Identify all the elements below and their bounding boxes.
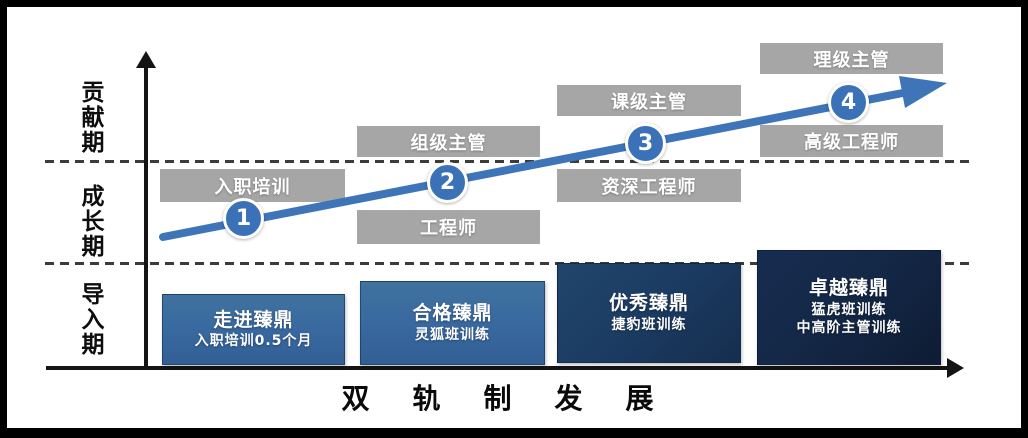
role-box-advanced-engineer: 高级工程师 (760, 125, 943, 157)
stage-box-3: 优秀臻鼎 捷豹班训练 (557, 263, 741, 363)
dashed-divider-bottom (45, 262, 969, 265)
role-box-section-supervisor: 课级主管 (557, 85, 741, 116)
role-box-senior-engineer: 资深工程师 (557, 169, 741, 202)
stage-1-subtitle: 入职培训0.5个月 (194, 333, 313, 350)
period-label-introduction: 导入期 (77, 282, 103, 357)
milestone-2-number: 2 (439, 170, 456, 195)
stage-4-title: 卓越臻鼎 (808, 277, 889, 300)
role-box-engineer: 工程师 (357, 210, 540, 244)
stage-2-subtitle: 灵狐班训练 (415, 326, 490, 343)
milestone-4-number: 4 (840, 90, 857, 115)
dashed-divider-top (45, 160, 969, 163)
period-label-growth: 成长期 (77, 184, 103, 259)
stage-2-title: 合格臻鼎 (412, 302, 493, 325)
stage-1-title: 走进臻鼎 (213, 308, 294, 331)
stage-box-1: 走进臻鼎 入职培训0.5个月 (162, 294, 345, 365)
y-axis-arrowhead-icon (136, 51, 156, 68)
milestone-circle-3: 3 (625, 123, 666, 164)
role-box-onboarding: 入职培训 (160, 169, 345, 202)
period-label-contribution: 贡献期 (77, 80, 103, 155)
stage-3-title: 优秀臻鼎 (608, 292, 689, 315)
stage-4-subtitle-1: 猛虎班训练 (811, 302, 887, 319)
role-box-group-supervisor: 组级主管 (357, 126, 540, 157)
stage-3-subtitle: 捷豹班训练 (611, 316, 687, 333)
growth-arrowhead-icon (899, 76, 947, 108)
milestone-1-number: 1 (235, 206, 252, 231)
milestone-3-number: 3 (637, 131, 654, 156)
milestone-circle-4: 4 (828, 82, 869, 123)
stage-box-2: 合格臻鼎 灵狐班训练 (360, 281, 545, 365)
axis-title: 双轨制发展 (341, 382, 697, 415)
x-axis-arrowhead-icon (947, 358, 964, 378)
milestone-circle-1: 1 (223, 198, 264, 239)
role-box-manager-supervisor: 理级主管 (760, 43, 943, 74)
stage-4-subtitle-2: 中高阶主管训练 (796, 320, 902, 337)
y-axis-line (144, 67, 148, 370)
x-axis-line (46, 366, 949, 370)
milestone-circle-2: 2 (427, 162, 468, 203)
stage-box-4: 卓越臻鼎 猛虎班训练 中高阶主管训练 (757, 250, 941, 365)
